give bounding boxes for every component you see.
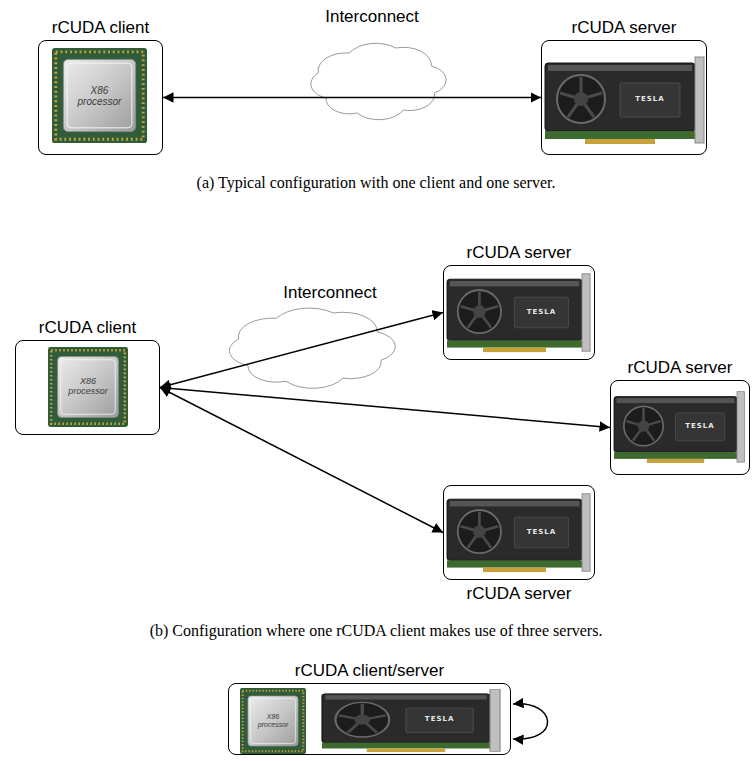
box-heading: rCUDA server [628, 358, 733, 378]
cpu-picture [52, 48, 147, 143]
box-heading: rCUDA client/server [295, 661, 444, 681]
cloud-shape [229, 308, 395, 388]
figure-caption: (a) Typical configuration with one clien… [197, 174, 556, 192]
connection-arrow [160, 388, 443, 533]
figure-caption: (b) Configuration where one rCUDA client… [150, 622, 603, 640]
chip-label: X86 processor [74, 85, 126, 107]
connection-arrow [163, 97, 541, 99]
device-box: rCUDA server [541, 40, 707, 155]
card-label: TESLA [685, 423, 714, 431]
device-box: rCUDA server [610, 380, 750, 475]
box-heading: rCUDA server [467, 584, 572, 604]
device-box: rCUDA server [443, 485, 595, 580]
gpu-picture [447, 274, 590, 352]
box-heading: rCUDA server [572, 18, 677, 38]
gpu-picture [447, 494, 590, 572]
gpu-picture [322, 689, 500, 752]
interconnect-label: Interconnect [325, 8, 419, 27]
cloud-shape [311, 43, 446, 119]
card-label: TESLA [527, 309, 556, 317]
loopback-arrow [513, 704, 548, 739]
cpu-picture [240, 688, 306, 754]
box-heading: rCUDA server [467, 243, 572, 263]
gpu-picture [545, 57, 704, 144]
box-heading: rCUDA client [39, 318, 136, 338]
gpu-picture [614, 392, 744, 463]
device-box: rCUDA server [443, 265, 595, 360]
box-heading: rCUDA client [52, 18, 149, 38]
chip-label: X86 processor [65, 377, 111, 397]
card-label: TESLA [635, 96, 664, 104]
chip-label: X86 processor [254, 713, 292, 728]
connection-arrow [160, 313, 443, 388]
interconnect-label: Interconnect [283, 284, 377, 303]
card-label: TESLA [527, 529, 556, 537]
card-label: TESLA [425, 716, 454, 724]
cpu-picture [48, 347, 128, 427]
